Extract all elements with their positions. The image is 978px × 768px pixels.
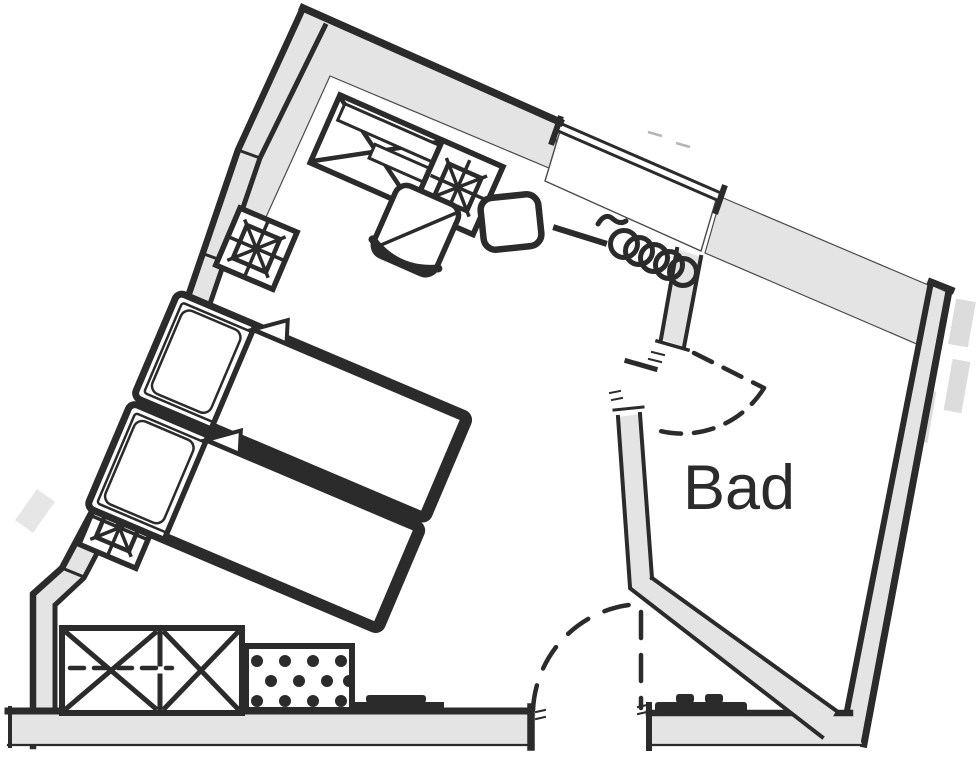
lamp-icon — [226, 218, 287, 279]
wall-bar-left — [350, 695, 444, 713]
room-label-bad: Bad — [683, 453, 795, 523]
blanket-fold — [200, 427, 243, 457]
upholstered-bench — [243, 643, 355, 713]
bed-upper — [132, 290, 473, 523]
bathroom-interior-wall — [608, 389, 841, 740]
entrance-door-swing — [530, 601, 644, 713]
wardrobe — [59, 625, 245, 716]
window — [544, 115, 728, 252]
beds — [85, 290, 473, 633]
desk-group — [306, 91, 507, 278]
side-table — [477, 191, 545, 253]
blanket-fold — [247, 317, 290, 347]
radiator — [552, 213, 699, 288]
sloped-ceiling-zone-right — [704, 196, 948, 352]
bench-dots — [251, 655, 355, 707]
door-jamb-ticks-left — [534, 708, 547, 721]
lamp-icon — [427, 157, 488, 218]
top-exterior-wall — [298, 3, 565, 127]
pillow — [103, 419, 195, 525]
blanket — [209, 325, 467, 518]
blanket — [162, 436, 420, 629]
nightstand-upper — [212, 204, 301, 293]
pillow — [150, 309, 242, 415]
bed-lower — [85, 401, 426, 633]
right-exterior-wall — [839, 277, 956, 749]
wall-bar-bathroom — [655, 694, 747, 715]
desk-chair — [368, 182, 462, 278]
lamp-icon — [89, 497, 150, 558]
bathroom-door-swing — [647, 350, 767, 436]
